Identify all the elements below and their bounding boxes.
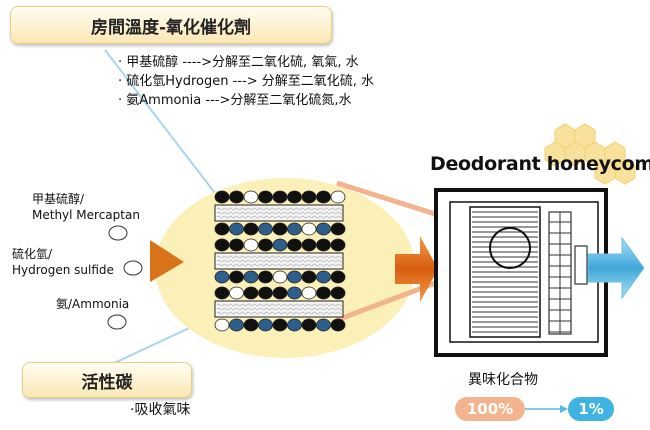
catalyst-hatch bbox=[216, 207, 344, 211]
catalyst-molecule bbox=[316, 270, 331, 284]
catalyst-hatch bbox=[216, 263, 344, 267]
carbon-note: ·吸收氣味 bbox=[130, 402, 191, 418]
catalyst-molecule bbox=[229, 318, 244, 332]
catalyst-hatch bbox=[216, 311, 344, 315]
label-hydrogen-cn: 硫化氫/ bbox=[12, 247, 53, 261]
percent-after: 1% bbox=[568, 397, 614, 421]
catalyst-molecule bbox=[229, 270, 244, 284]
catalyst-molecule bbox=[258, 222, 273, 236]
molecule-methyl bbox=[108, 225, 128, 241]
catalyst-plate bbox=[214, 300, 344, 318]
molecule-ammonia bbox=[107, 314, 127, 330]
label-hydrogen-en: Hydrogen sulfide bbox=[12, 263, 114, 277]
percent-arrowhead bbox=[560, 405, 568, 413]
carbon-title: 活性碳 bbox=[81, 372, 133, 393]
catalyst-molecule bbox=[229, 190, 244, 204]
catalyst-molecule bbox=[272, 270, 288, 284]
catalyst-molecule bbox=[258, 286, 273, 300]
catalyst-molecule bbox=[229, 286, 244, 300]
catalyst-hatch bbox=[216, 215, 344, 219]
catalyst-molecule bbox=[287, 222, 302, 236]
molecule-hydrogen bbox=[123, 260, 143, 276]
catalyst-molecule bbox=[258, 238, 273, 252]
catalyst-molecule bbox=[316, 286, 331, 300]
catalyst-molecule bbox=[214, 270, 230, 284]
catalyst-molecule bbox=[301, 190, 317, 204]
catalyst-molecule bbox=[258, 190, 273, 204]
label-ammonia: 氨/Ammonia bbox=[56, 297, 130, 311]
callout-line-catalyst bbox=[104, 49, 229, 211]
catalyst-molecule bbox=[301, 286, 317, 300]
catalyst-molecule bbox=[243, 318, 259, 332]
catalyst-stack bbox=[214, 190, 346, 332]
reaction-item-methyl: · 甲基硫醇 ---->分解至二氧化硫, 氧氣, 水 bbox=[118, 55, 359, 70]
catalyst-molecule bbox=[243, 190, 259, 204]
deodorant-device bbox=[434, 188, 608, 357]
catalyst-molecule bbox=[272, 190, 288, 204]
catalyst-molecule bbox=[243, 222, 259, 236]
catalyst-molecule bbox=[287, 318, 302, 332]
catalyst-molecule bbox=[214, 286, 230, 300]
carbon-title-box: 活性碳 bbox=[22, 362, 192, 398]
catalyst-molecule bbox=[272, 238, 288, 252]
label-methyl-cn: 甲基硫醇/ bbox=[32, 192, 85, 206]
catalyst-molecule bbox=[272, 222, 288, 236]
catalyst-molecule bbox=[229, 222, 244, 236]
catalyst-title-box: 房間溫度-氧化催化劑 bbox=[10, 6, 332, 44]
catalyst-molecule bbox=[330, 318, 346, 332]
catalyst-molecule bbox=[258, 318, 273, 332]
orange-input-arrow bbox=[395, 236, 438, 302]
catalyst-molecule bbox=[301, 318, 317, 332]
device-title: Deodorant honeycomb bbox=[430, 153, 650, 175]
label-methyl-en: Methyl Mercaptan bbox=[32, 208, 140, 222]
catalyst-molecule bbox=[214, 222, 230, 236]
catalyst-molecule bbox=[272, 286, 288, 300]
reaction-item-ammonia: · 氨Ammonia --->分解至二氧化硫氮,水 bbox=[118, 93, 352, 108]
input-triangle-arrow bbox=[150, 240, 184, 282]
catalyst-molecule bbox=[287, 238, 302, 252]
catalyst-plate bbox=[214, 252, 344, 270]
reaction-item-hydrogen: · 硫化氫Hydrogen ---> 分解至二氧化硫, 水 bbox=[118, 74, 374, 89]
catalyst-molecule bbox=[316, 238, 331, 252]
catalyst-molecule bbox=[301, 238, 317, 252]
compound-label: 異味化合物 bbox=[468, 372, 538, 388]
catalyst-hatch bbox=[216, 255, 344, 259]
catalyst-molecule bbox=[301, 270, 317, 284]
catalyst-hatch bbox=[216, 259, 344, 263]
catalyst-molecule bbox=[330, 222, 346, 236]
catalyst-molecule bbox=[301, 222, 317, 236]
catalyst-molecule bbox=[287, 286, 302, 300]
catalyst-molecule bbox=[229, 238, 244, 252]
catalyst-molecule bbox=[214, 318, 230, 332]
catalyst-hatch bbox=[216, 303, 344, 307]
catalyst-molecule bbox=[243, 238, 259, 252]
catalyst-molecule bbox=[316, 318, 331, 332]
catalyst-plate bbox=[214, 204, 344, 222]
catalyst-molecule bbox=[330, 270, 346, 284]
honeycomb-zoom-circle bbox=[489, 227, 531, 269]
catalyst-molecule bbox=[214, 190, 230, 204]
catalyst-hatch bbox=[216, 211, 344, 215]
catalyst-title: 房間溫度-氧化催化劑 bbox=[90, 17, 252, 38]
catalyst-molecule bbox=[316, 190, 331, 204]
catalyst-molecule bbox=[272, 318, 288, 332]
catalyst-molecule bbox=[214, 238, 230, 252]
cyan-output-arrow bbox=[587, 236, 645, 300]
catalyst-molecule bbox=[287, 190, 302, 204]
catalyst-molecule bbox=[287, 270, 302, 284]
catalyst-molecule bbox=[330, 286, 346, 300]
catalyst-molecule bbox=[330, 238, 346, 252]
catalyst-molecule bbox=[258, 270, 273, 284]
catalyst-hatch bbox=[216, 307, 344, 311]
catalyst-molecule bbox=[316, 222, 331, 236]
catalyst-molecule bbox=[330, 190, 346, 204]
percent-before: 100% bbox=[455, 397, 525, 421]
catalyst-molecule bbox=[243, 270, 259, 284]
catalyst-molecule bbox=[243, 286, 259, 300]
